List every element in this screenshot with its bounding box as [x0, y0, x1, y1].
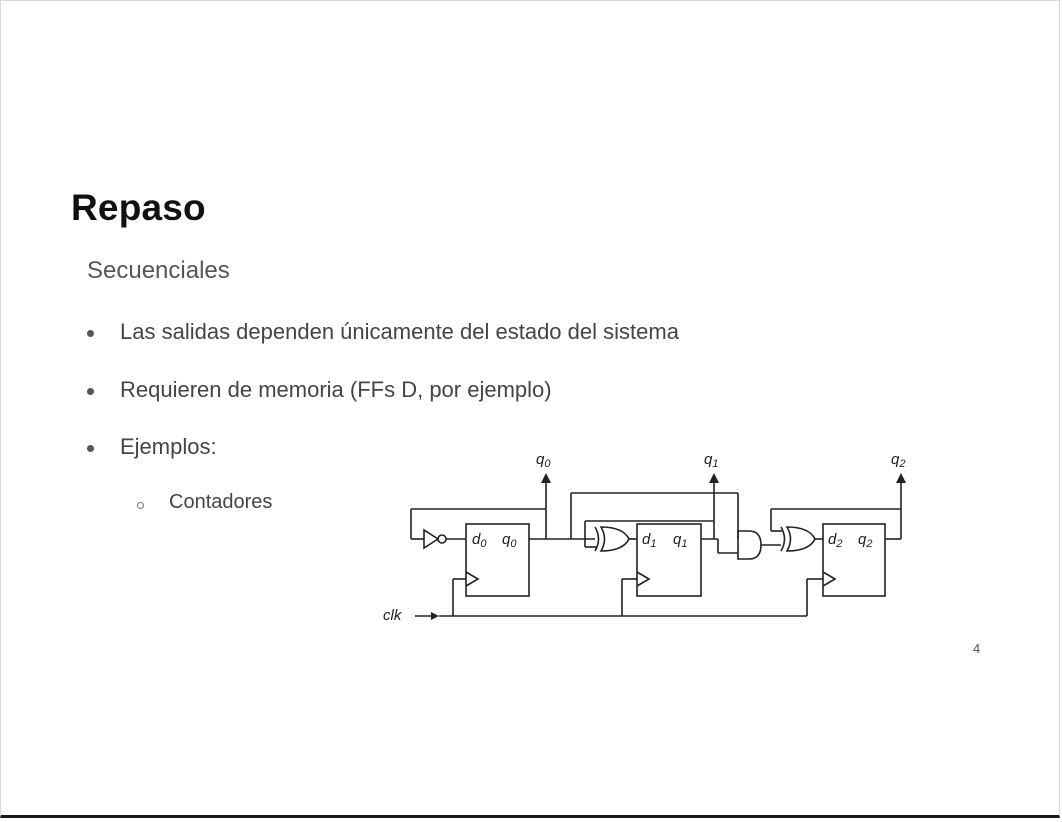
q2-arrow-icon — [896, 473, 906, 483]
flip-flop-0 — [465, 523, 530, 597]
clock-triangle-icon — [465, 571, 480, 587]
bullet-text: Las salidas dependen únicamente del esta… — [120, 319, 679, 344]
clock-triangle-icon — [636, 571, 651, 587]
ff2-q-label: q2 — [858, 531, 872, 550]
bullet-text: Requieren de memoria (FFs D, por ejemplo… — [120, 377, 552, 402]
q2-output-label: q2 — [891, 451, 905, 470]
ring-bullet-icon — [137, 502, 144, 509]
clock-triangle-icon — [822, 571, 837, 587]
sub-bullet-text: Contadores — [169, 491, 273, 513]
ff2-d-label: d2 — [828, 531, 842, 550]
and-gate-icon — [737, 530, 762, 560]
bullet-text: Ejemplos: — [120, 434, 217, 459]
q1-output-label: q1 — [704, 451, 718, 470]
counter-circuit-diagram: q0 q1 q2 clk d0 q0 d1 q1 d2 q2 — [383, 451, 906, 624]
ff1-d-label: d1 — [642, 531, 656, 550]
ff1-q-label: q1 — [673, 531, 687, 550]
xor-gate-1-icon — [599, 526, 630, 552]
q0-output-label: q0 — [536, 451, 551, 470]
q1-arrow-icon — [709, 473, 719, 483]
clk-label: clk — [383, 607, 403, 624]
bullet-dot-icon — [87, 388, 94, 395]
ff0-d-label: d0 — [472, 531, 487, 550]
flip-flop-2 — [822, 523, 886, 597]
inverter-gate-icon — [423, 528, 440, 550]
bullet-dot-icon — [87, 445, 94, 452]
clk-arrow-icon — [431, 612, 439, 620]
slide-subtitle: Secuenciales — [87, 257, 230, 284]
page-number: 4 — [973, 641, 981, 656]
flip-flop-1 — [636, 523, 702, 597]
bullet-dot-icon — [87, 330, 94, 337]
slide-title: Repaso — [71, 187, 206, 228]
q0-arrow-icon — [541, 473, 551, 483]
xor-gate-2-icon — [785, 526, 816, 552]
ff0-q-label: q0 — [502, 531, 517, 550]
